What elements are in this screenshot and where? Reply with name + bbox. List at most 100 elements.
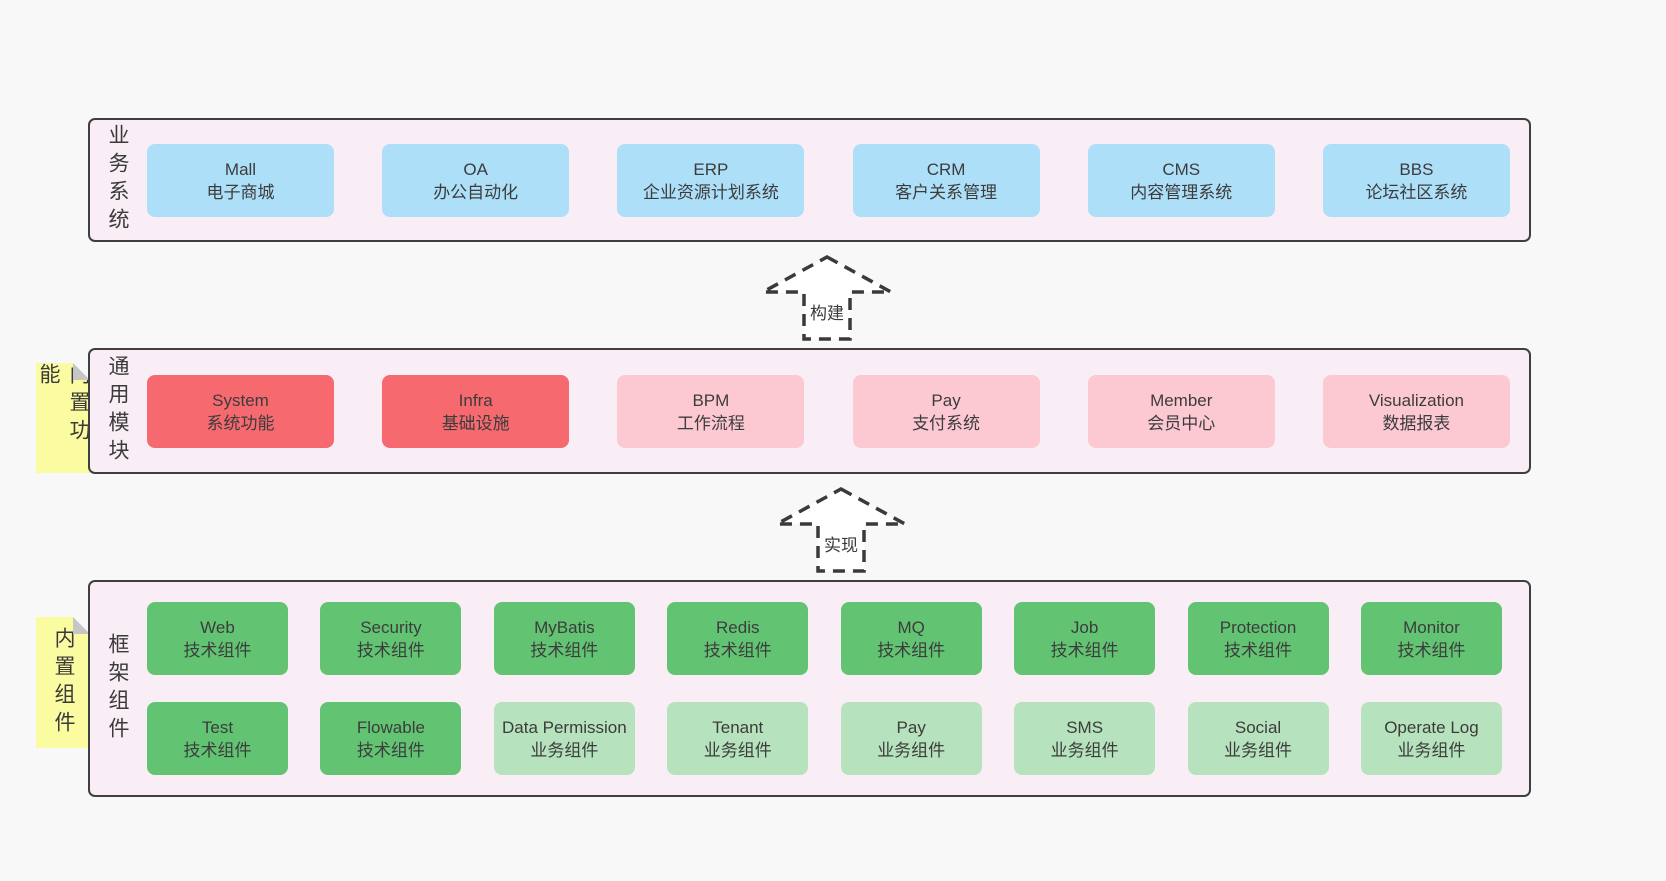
module-box-infra: Infra 基础设施 (382, 375, 570, 448)
component-name: Protection (1219, 617, 1297, 637)
module-box-mall: Mall 电子商城 (147, 144, 334, 217)
module-box-visualization: Visualization 数据报表 (1322, 375, 1510, 448)
component-name: Tenant (712, 717, 764, 737)
component-box-mq: MQ 技术组件 (840, 602, 982, 675)
component-box-job: Job 技术组件 (1014, 602, 1156, 675)
component-name: Test (201, 717, 234, 737)
component-box-social: Social 业务组件 (1187, 702, 1329, 775)
business-systems-row: Mall 电子商城 OA 办公自动化 ERP 企业资源计划系统 CRM 客户关系… (147, 144, 1510, 217)
arrow-label-implement: 实现 (821, 531, 861, 556)
module-box-pay: Pay 支付系统 (852, 375, 1040, 448)
module-desc: 工作流程 (676, 413, 745, 433)
band-business-systems: 业务系统 Mall 电子商城 OA 办公自动化 ERP 企业资源计划系统 CRM… (88, 118, 1531, 242)
band-common-modules: 通用模块 System 系统功能 Infra 基础设施 BPM 工作流程 Pay… (88, 348, 1531, 474)
component-desc: 业务组件 (1397, 740, 1466, 760)
band-framework-components: 框架组件 Web 技术组件 Security 技术组件 MyBatis 技术组件… (88, 580, 1531, 797)
module-box-oa: OA 办公自动化 (382, 144, 570, 217)
component-desc: 技术组件 (1397, 640, 1466, 660)
band-label: 通用模块 (106, 355, 129, 467)
module-desc: 论坛社区系统 (1365, 182, 1468, 202)
module-name: Mall (224, 159, 257, 179)
sticky-note-label: 内置功能 (37, 363, 90, 447)
module-name: BBS (1399, 159, 1434, 179)
component-name: SMS (1066, 717, 1104, 737)
component-name: MyBatis (534, 617, 595, 637)
module-desc: 系统功能 (206, 413, 275, 433)
component-name: Flowable (356, 717, 425, 737)
component-desc: 技术组件 (356, 640, 425, 660)
component-desc: 技术组件 (183, 740, 252, 760)
component-box-data-permission: Data Permission 业务组件 (493, 702, 635, 775)
component-desc: 技术组件 (703, 640, 772, 660)
common-modules-row: System 系统功能 Infra 基础设施 BPM 工作流程 Pay 支付系统… (147, 375, 1510, 448)
module-desc: 办公自动化 (433, 182, 519, 202)
up-arrow-icon (762, 255, 892, 341)
sticky-note-built-in-features: 内置功能 (36, 363, 90, 473)
sticky-note-built-in-components: 内置组件 (36, 617, 90, 748)
module-name: Infra (458, 390, 493, 410)
component-box-redis: Redis 技术组件 (667, 602, 809, 675)
component-name: Job (1070, 617, 1099, 637)
component-desc: 技术组件 (530, 640, 599, 660)
implement-arrow: 实现 (773, 485, 909, 575)
module-desc: 电子商城 (206, 182, 275, 202)
module-box-system: System 系统功能 (147, 375, 334, 448)
component-desc: 业务组件 (1050, 740, 1119, 760)
component-box-mybatis: MyBatis 技术组件 (493, 602, 635, 675)
module-name: Member (1150, 390, 1213, 410)
component-name: Security (360, 617, 422, 637)
band-label: 框架组件 (106, 632, 129, 745)
component-desc: 业务组件 (1224, 740, 1293, 760)
component-name: Web (200, 617, 235, 637)
build-arrow: 构建 (759, 253, 895, 343)
module-name: CMS (1162, 159, 1201, 179)
component-desc: 技术组件 (877, 640, 946, 660)
up-arrow-icon (776, 487, 906, 573)
framework-components-row-2: Test 技术组件 Flowable 技术组件 Data Permission … (147, 702, 1502, 775)
component-desc: 技术组件 (183, 640, 252, 660)
module-desc: 基础设施 (441, 413, 510, 433)
component-box-pay: Pay 业务组件 (840, 702, 982, 775)
module-desc: 数据报表 (1382, 413, 1451, 433)
component-name: Social (1234, 717, 1282, 737)
module-desc: 客户关系管理 (895, 182, 998, 202)
module-desc: 内容管理系统 (1130, 182, 1233, 202)
component-name: MQ (897, 617, 925, 637)
component-desc: 技术组件 (356, 740, 425, 760)
component-name: Operate Log (1384, 717, 1479, 737)
module-box-bpm: BPM 工作流程 (617, 375, 805, 448)
module-name: CRM (926, 159, 966, 179)
framework-components-row-1: Web 技术组件 Security 技术组件 MyBatis 技术组件 Redi… (147, 602, 1502, 675)
component-name: Redis (716, 617, 760, 637)
module-desc: 企业资源计划系统 (642, 182, 779, 202)
component-box-tenant: Tenant 业务组件 (667, 702, 809, 775)
module-name: Pay (931, 390, 961, 410)
arrow-label-build: 构建 (807, 299, 847, 324)
module-box-bbs: BBS 论坛社区系统 (1322, 144, 1510, 217)
module-name: OA (463, 159, 488, 179)
component-box-security: Security 技术组件 (320, 602, 462, 675)
module-box-member: Member 会员中心 (1087, 375, 1275, 448)
module-name: System (212, 390, 269, 410)
component-desc: 技术组件 (1050, 640, 1119, 660)
component-name: Monitor (1403, 617, 1460, 637)
module-box-erp: ERP 企业资源计划系统 (617, 144, 805, 217)
component-box-operate-log: Operate Log 业务组件 (1360, 702, 1502, 775)
component-desc: 技术组件 (1224, 640, 1293, 660)
component-box-protection: Protection 技术组件 (1187, 602, 1329, 675)
module-name: ERP (693, 159, 729, 179)
module-name: BPM (692, 390, 730, 410)
component-name: Data Permission (501, 717, 627, 737)
component-desc: 业务组件 (877, 740, 946, 760)
component-box-sms: SMS 业务组件 (1014, 702, 1156, 775)
module-name: Visualization (1368, 390, 1464, 410)
module-desc: 支付系统 (912, 413, 981, 433)
band-label: 业务系统 (106, 124, 129, 236)
component-box-test: Test 技术组件 (147, 702, 288, 775)
component-box-web: Web 技术组件 (147, 602, 288, 675)
component-name: Pay (896, 717, 926, 737)
component-desc: 业务组件 (703, 740, 772, 760)
component-box-monitor: Monitor 技术组件 (1360, 602, 1502, 675)
module-box-cms: CMS 内容管理系统 (1087, 144, 1275, 217)
